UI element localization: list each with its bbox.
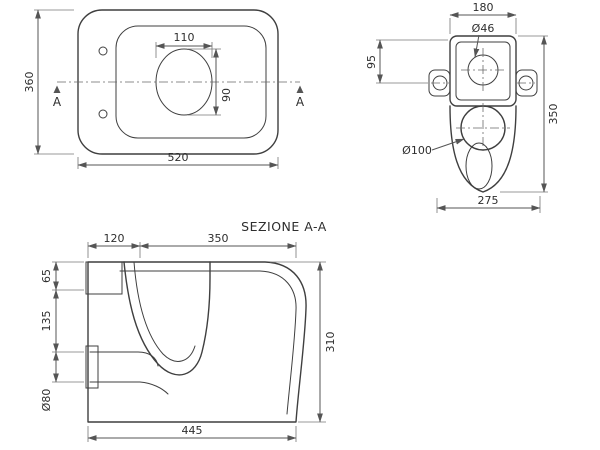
dim-label-135: 135 bbox=[40, 311, 53, 332]
rear-lug-right bbox=[515, 69, 538, 97]
dim-label-180: 180 bbox=[473, 1, 494, 14]
rear-trap-outline bbox=[465, 142, 493, 190]
dim-plan-90: 90 bbox=[188, 48, 233, 116]
section-cut-line: A A bbox=[53, 81, 305, 109]
section-outlet-spud bbox=[85, 345, 99, 389]
dim-sec-135: 135 bbox=[40, 289, 84, 353]
dim-label-350-rear: 350 bbox=[547, 104, 560, 125]
dim-sec-310: 310 bbox=[270, 261, 337, 423]
dim-rear-d100: Ø100 bbox=[402, 138, 465, 157]
dim-sec-65: 65 bbox=[40, 261, 84, 291]
dim-label-275: 275 bbox=[478, 194, 499, 207]
dim-rear-95: 95 bbox=[365, 39, 448, 84]
section-marker-right: A bbox=[296, 95, 305, 109]
section-outer-shell bbox=[87, 261, 307, 423]
rear-view: 180 Ø46 95 350 Ø100 275 bbox=[365, 1, 560, 213]
dim-rear-d46: Ø46 bbox=[472, 22, 495, 58]
section-bowl-profile bbox=[123, 261, 211, 376]
dim-sec-350: 350 bbox=[139, 232, 297, 258]
section-outlet-pipe-bottom bbox=[89, 381, 169, 395]
section-arrow-left bbox=[53, 85, 61, 93]
section-view: 120 350 65 135 Ø80 310 bbox=[40, 232, 337, 442]
dim-label-310: 310 bbox=[324, 332, 337, 353]
dim-sec-445: 445 bbox=[87, 424, 297, 442]
dim-rear-350: 350 bbox=[500, 35, 560, 193]
dim-label-110: 110 bbox=[174, 31, 195, 44]
dim-label-65: 65 bbox=[40, 269, 53, 283]
dim-rear-180: 180 bbox=[449, 1, 517, 34]
dim-label-95: 95 bbox=[365, 55, 378, 69]
dim-label-520: 520 bbox=[168, 151, 189, 164]
dim-label-d100: Ø100 bbox=[402, 144, 432, 157]
section-bowl-inner bbox=[133, 261, 196, 362]
dim-plan-360: 360 bbox=[23, 9, 74, 155]
plan-fixing-hole-top bbox=[98, 46, 108, 56]
dim-label-d80: Ø80 bbox=[40, 389, 53, 412]
section-title: SEZIONE A-A bbox=[241, 219, 327, 234]
plan-view: A A 360 110 90 520 bbox=[23, 9, 305, 169]
plan-fixing-hole-bottom bbox=[98, 109, 108, 119]
rear-tank-inner bbox=[455, 41, 511, 101]
dim-label-445: 445 bbox=[182, 424, 203, 437]
dim-sec-120: 120 bbox=[87, 232, 141, 258]
section-inner-shell bbox=[259, 270, 297, 415]
section-marker-left: A bbox=[53, 95, 62, 109]
dim-plan-520: 520 bbox=[77, 151, 279, 169]
dim-sec-d80: Ø80 bbox=[40, 351, 84, 412]
dim-rear-275: 275 bbox=[436, 194, 541, 213]
rear-bowl-outline bbox=[449, 105, 517, 193]
section-arrow-right bbox=[296, 85, 304, 93]
dim-label-120: 120 bbox=[104, 232, 125, 245]
dim-label-90: 90 bbox=[220, 88, 233, 102]
dim-label-d46: Ø46 bbox=[472, 22, 495, 35]
section-inlet-spud bbox=[85, 261, 123, 295]
dim-label-360: 360 bbox=[23, 72, 36, 93]
section-outlet-pipe-top bbox=[89, 351, 159, 367]
rear-lug-left bbox=[428, 69, 451, 97]
dim-label-350-section: 350 bbox=[208, 232, 229, 245]
dim-plan-110: 110 bbox=[155, 31, 213, 58]
